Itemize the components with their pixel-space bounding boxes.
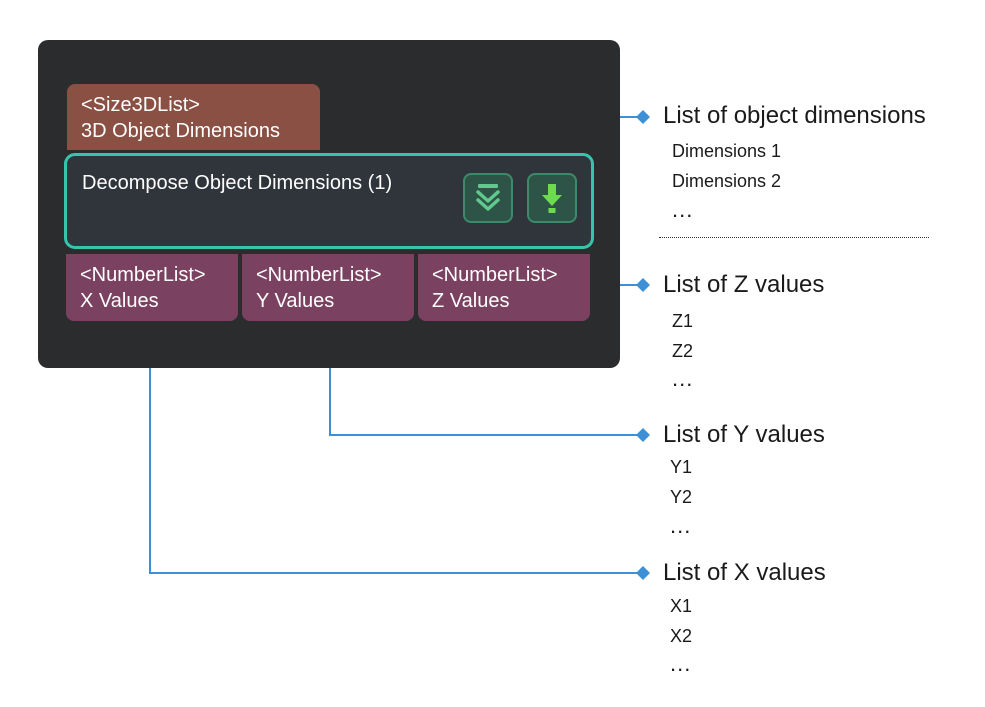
y-annotation-item: Y1: [670, 457, 693, 477]
expand-button[interactable]: [463, 173, 513, 223]
x-annotation-item: X2: [670, 626, 693, 646]
input-port-size3dlist[interactable]: <Size3DList> 3D Object Dimensions: [67, 84, 320, 150]
x-annotation-label: List of X values: [663, 559, 826, 586]
input-annotation-label: List of object dimensions: [663, 102, 926, 129]
x-annotation-ellipsis: ...: [670, 651, 692, 676]
step-block[interactable]: Decompose Object Dimensions (1): [64, 153, 594, 249]
output-port-name: X Values: [80, 290, 159, 312]
step-title: Decompose Object Dimensions (1): [82, 172, 393, 194]
output-port-name: Y Values: [256, 290, 335, 312]
z-annotation-ellipsis: ...: [672, 366, 694, 391]
y-annotation-label: List of Y values: [663, 421, 825, 448]
input-annotation-diamond: [636, 110, 650, 124]
y-annotation-ellipsis: ...: [670, 513, 692, 538]
z-annotation-item: Z1: [672, 311, 694, 331]
output-port-type: <NumberList>: [432, 264, 558, 286]
y-annotation-item: Y2: [670, 487, 693, 507]
input-annotation-item: Dimensions 1: [672, 141, 782, 161]
z-annotation-diamond: [636, 278, 650, 292]
section-divider: [659, 237, 929, 238]
output-port-type: <NumberList>: [256, 264, 382, 286]
download-button[interactable]: [527, 173, 577, 223]
z-annotation-label: List of Z values: [663, 271, 825, 298]
output-port-y-values[interactable]: <NumberList> Y Values: [242, 254, 414, 321]
output-port-x-values[interactable]: <NumberList> X Values: [66, 254, 238, 321]
output-port-type: <NumberList>: [80, 264, 206, 286]
x-annotation-diamond: [636, 566, 650, 580]
double-chevron-down-icon: [476, 184, 500, 211]
input-port-type: <Size3DList>: [81, 94, 200, 116]
z-annotation-item: Z2: [672, 341, 694, 361]
input-annotation-item: Dimensions 2: [672, 171, 782, 191]
output-port-name: Z Values: [432, 290, 510, 312]
input-annotation-ellipsis: ...: [672, 197, 694, 222]
y-annotation-diamond: [636, 428, 650, 442]
download-arrow-icon: [542, 184, 562, 213]
input-port-name: 3D Object Dimensions: [81, 120, 280, 142]
x-annotation-item: X1: [670, 596, 693, 616]
output-port-z-values[interactable]: <NumberList> Z Values: [418, 254, 590, 321]
